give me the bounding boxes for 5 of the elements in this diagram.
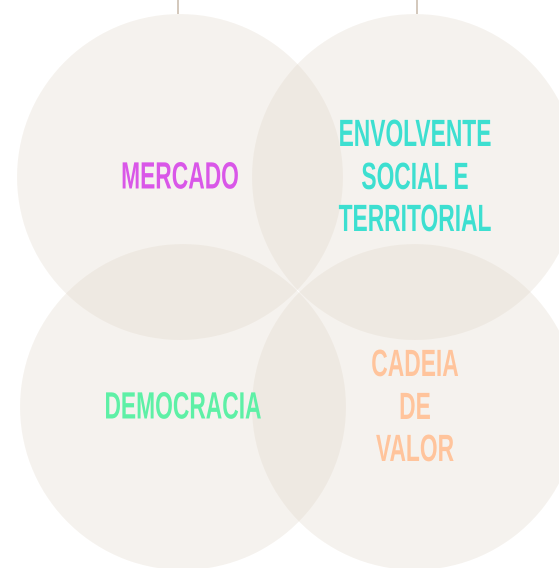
connector-line [416,0,418,14]
circle-label: MERCADO [120,156,240,198]
circle-label: DEMOCRACIA [103,386,263,428]
circle-label: ENVOLVENTE SOCIAL E TERRITORIAL [338,113,492,241]
circle-label: CADEIA DE VALOR [370,343,460,471]
